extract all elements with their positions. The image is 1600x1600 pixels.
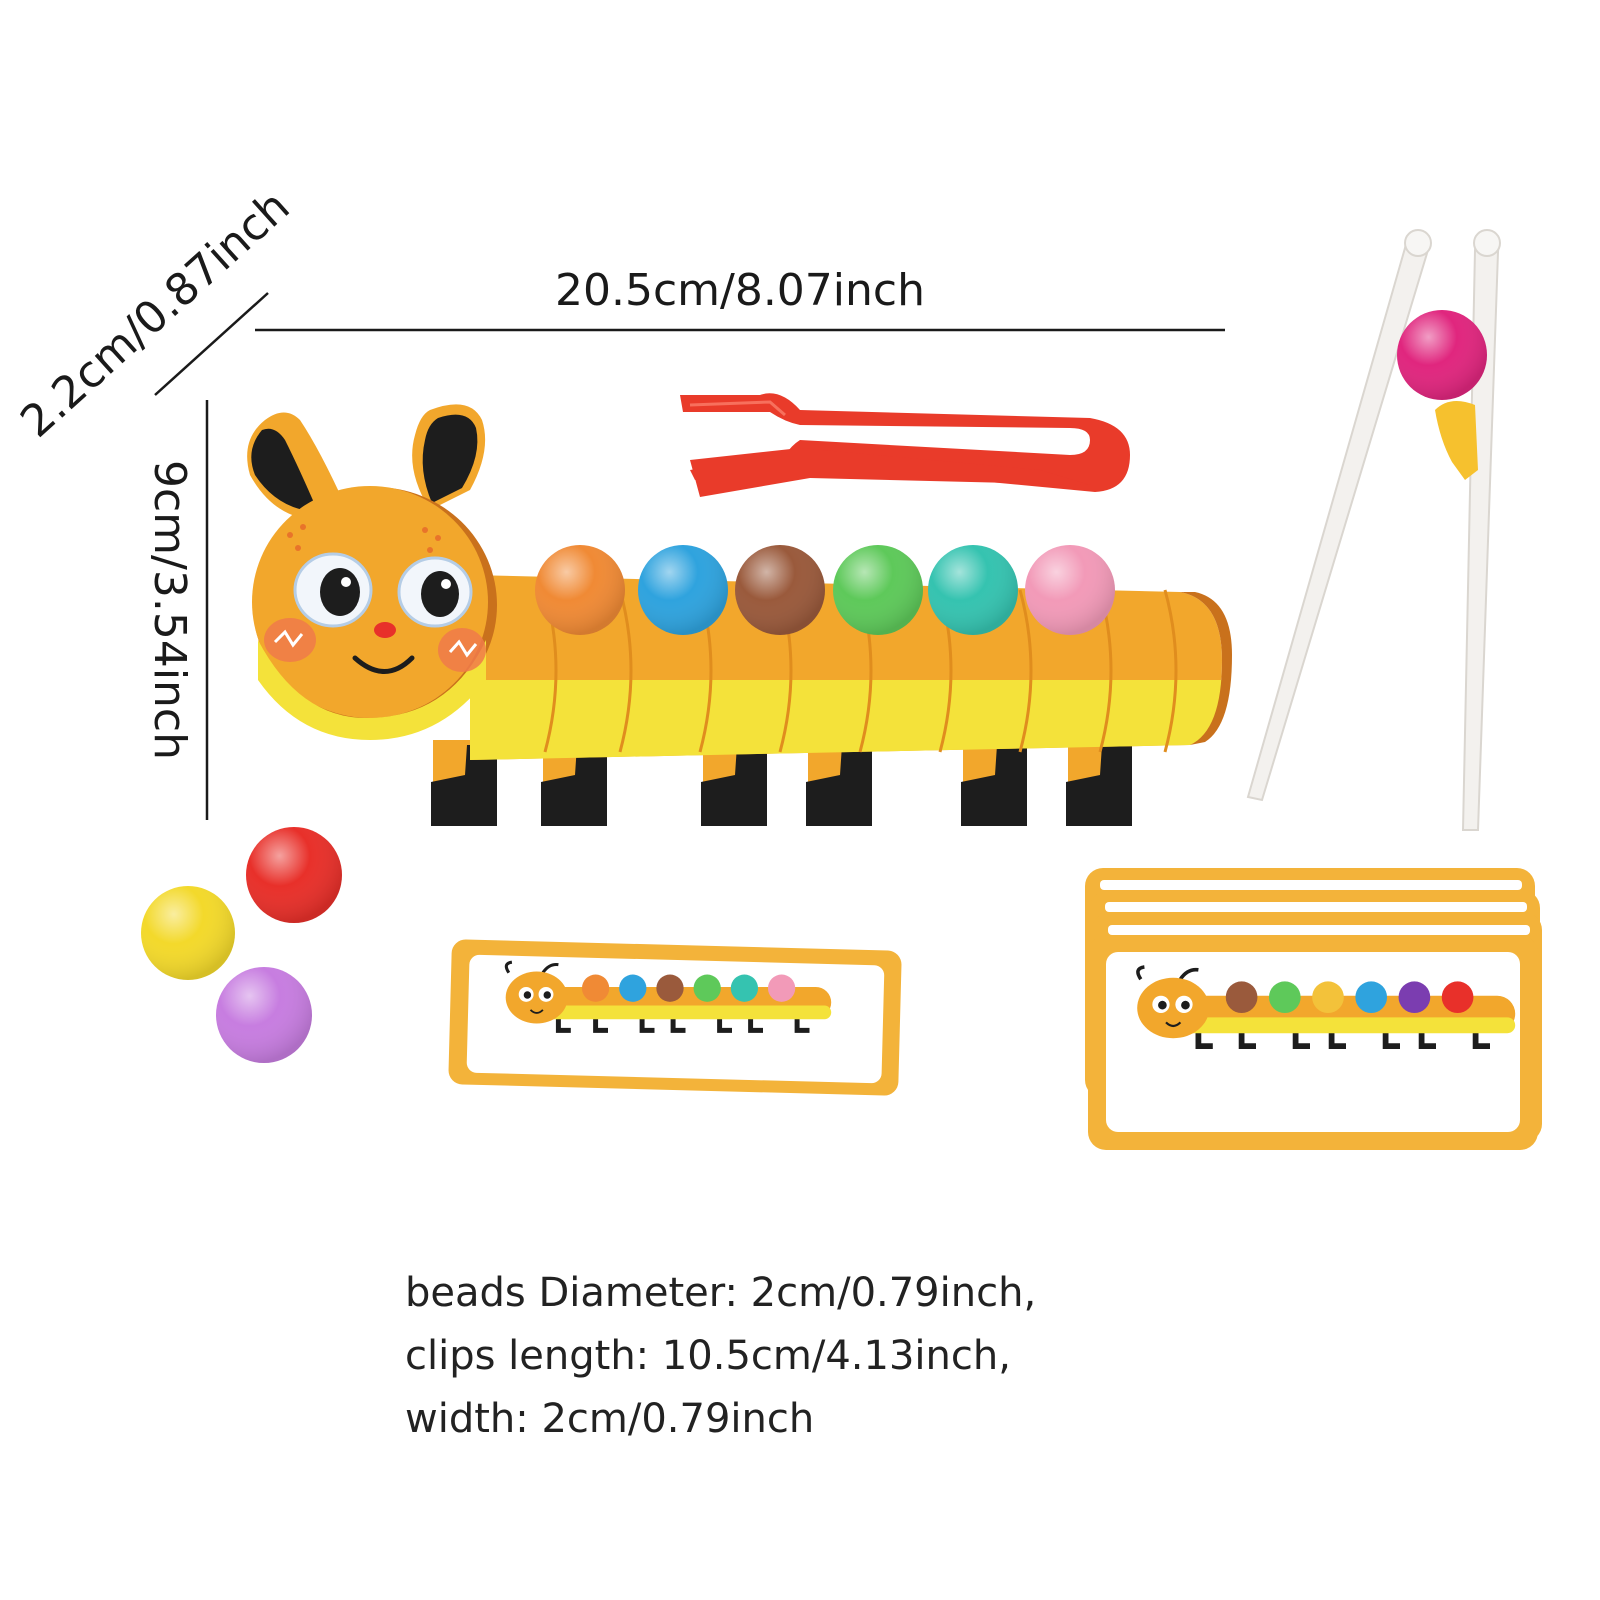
- bead: [535, 545, 625, 635]
- eyes: [293, 552, 473, 628]
- spec-width: width: 2cm/0.79inch: [405, 1396, 815, 1442]
- nose: [374, 622, 396, 638]
- caterpillar-leg: [961, 740, 1027, 826]
- bead: [638, 545, 728, 635]
- caterpillar-belly: [470, 680, 1222, 760]
- height-label: 9cm/3.54inch: [144, 460, 195, 760]
- spec-beads-diameter: beads Diameter: 2cm/0.79inch,: [405, 1270, 1037, 1316]
- loose-beads: [141, 827, 342, 1063]
- pattern-card-single: [448, 939, 902, 1096]
- depth-label: 2.2cm/0.87inch: [11, 181, 299, 448]
- caterpillar-antennae: [247, 404, 486, 520]
- bead: [735, 545, 825, 635]
- loose-bead: [246, 827, 342, 923]
- caterpillar-leg: [806, 740, 872, 826]
- training-chopsticks: [1246, 229, 1501, 831]
- bead: [833, 545, 923, 635]
- wooden-caterpillar: [247, 404, 1232, 826]
- caterpillar-tail-edge: [1180, 592, 1232, 745]
- caterpillar-leg: [1066, 740, 1132, 826]
- pattern-card-stack: [1085, 868, 1542, 1150]
- bead: [928, 545, 1018, 635]
- loose-bead: [141, 886, 235, 980]
- spec-clips-length: clips length: 10.5cm/4.13inch,: [405, 1333, 1011, 1379]
- specifications-text: beads Diameter: 2cm/0.79inch, clips leng…: [405, 1262, 1305, 1451]
- cheeks: [264, 618, 486, 672]
- beads-on-caterpillar: [535, 545, 1115, 635]
- caterpillar-leg: [431, 740, 497, 826]
- freckles: [287, 524, 441, 553]
- length-label: 20.5cm/8.07inch: [555, 265, 925, 316]
- smile: [352, 655, 415, 674]
- loose-bead: [216, 967, 312, 1063]
- depth-dimension-line: [154, 292, 269, 396]
- red-tongs: [680, 393, 1130, 497]
- bead: [1025, 545, 1115, 635]
- chin: [258, 640, 486, 740]
